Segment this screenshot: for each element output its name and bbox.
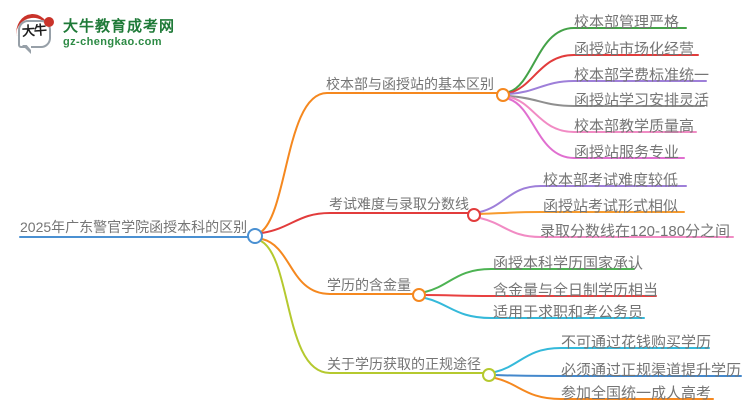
edge-root-branch-3 bbox=[261, 238, 414, 295]
edge-branch-3-child-1 bbox=[424, 268, 635, 293]
branch-3-label[interactable]: 学历的含金量 bbox=[327, 277, 411, 293]
edge-branch-1-child-5 bbox=[508, 96, 697, 133]
edge-branch-2-child-3 bbox=[479, 217, 734, 238]
edge-branch-1-child-1 bbox=[508, 27, 687, 93]
edge-root-branch-4 bbox=[260, 240, 484, 374]
edge-branch-1-child-3 bbox=[508, 80, 707, 95]
edge-branch-4-child-3 bbox=[494, 377, 714, 400]
edge-branch-1-child-4 bbox=[508, 95, 705, 107]
branch-3-child-1-label[interactable]: 函授本科学历国家承认 bbox=[493, 255, 644, 272]
branch-4-child-1-label[interactable]: 不可通过花钱购买学历 bbox=[561, 334, 712, 351]
logo-red-seal-icon bbox=[44, 17, 54, 27]
branch-2-node-circle[interactable] bbox=[467, 208, 481, 222]
edge-root-branch-2 bbox=[261, 212, 469, 234]
branch-4-child-2-label[interactable]: 必须通过正规渠道提升学历 bbox=[561, 362, 742, 379]
branch-4-label[interactable]: 关于学历获取的正规途径 bbox=[327, 356, 481, 372]
branch-1-child-4-label[interactable]: 函授站学习安排灵活 bbox=[574, 92, 710, 109]
site-url: gz-chengkao.com bbox=[63, 36, 162, 48]
root-topic-label[interactable]: 2025年广东警官学院函授本科的区别 bbox=[20, 219, 248, 235]
root-node-circle[interactable] bbox=[247, 228, 263, 244]
branch-4-node-circle[interactable] bbox=[482, 368, 496, 382]
branch-1-child-6-label[interactable]: 函授站服务专业 bbox=[574, 144, 680, 161]
branch-1-child-2-label[interactable]: 函授站市场化经营 bbox=[574, 41, 695, 58]
edge-branch-3-child-2 bbox=[424, 294, 657, 297]
edge-branch-4-child-2 bbox=[494, 374, 742, 377]
edge-branch-2-child-2 bbox=[479, 211, 685, 215]
edge-branch-1-child-2 bbox=[508, 54, 699, 94]
branch-2-child-1-label[interactable]: 校本部考试难度较低 bbox=[543, 172, 679, 189]
branch-1-label[interactable]: 校本部与函授站的基本区别 bbox=[326, 76, 494, 92]
branch-2-label[interactable]: 考试难度与录取分数线 bbox=[329, 196, 469, 212]
site-name: 大牛教育成考网 bbox=[63, 18, 176, 35]
edge-branch-2-child-1 bbox=[479, 185, 687, 213]
logo-text: 大牛教育成考网 gz-chengkao.com bbox=[63, 11, 175, 49]
branch-1-child-3-label[interactable]: 校本部学费标准统一 bbox=[574, 67, 710, 84]
branch-1-node-circle[interactable] bbox=[496, 88, 510, 102]
branch-2-child-2-label[interactable]: 函授站考试形式相似 bbox=[543, 198, 679, 215]
branch-4-child-3-label[interactable]: 参加全国统一成人高考 bbox=[561, 385, 712, 402]
edge-branch-3-child-3 bbox=[424, 297, 645, 319]
branch-2-child-3-label[interactable]: 录取分数线在120-180分之间 bbox=[540, 223, 731, 240]
branch-3-node-circle[interactable] bbox=[412, 288, 426, 302]
site-logo[interactable]: 大牛 大牛教育成考网 gz-chengkao.com bbox=[13, 11, 175, 57]
branch-3-child-2-label[interactable]: 含金量与全日制学历相当 bbox=[493, 282, 659, 299]
logo-speech-bubble-icon: 大牛 bbox=[13, 11, 56, 57]
branch-1-child-1-label[interactable]: 校本部管理严格 bbox=[574, 14, 680, 31]
branch-3-child-3-label[interactable]: 适用于求职和考公务员 bbox=[493, 304, 644, 321]
edge-branch-1-child-6 bbox=[508, 98, 685, 159]
edge-branch-4-child-1 bbox=[494, 347, 710, 373]
edge-root-branch-1 bbox=[260, 92, 498, 233]
branch-1-child-5-label[interactable]: 校本部教学质量高 bbox=[574, 118, 695, 135]
